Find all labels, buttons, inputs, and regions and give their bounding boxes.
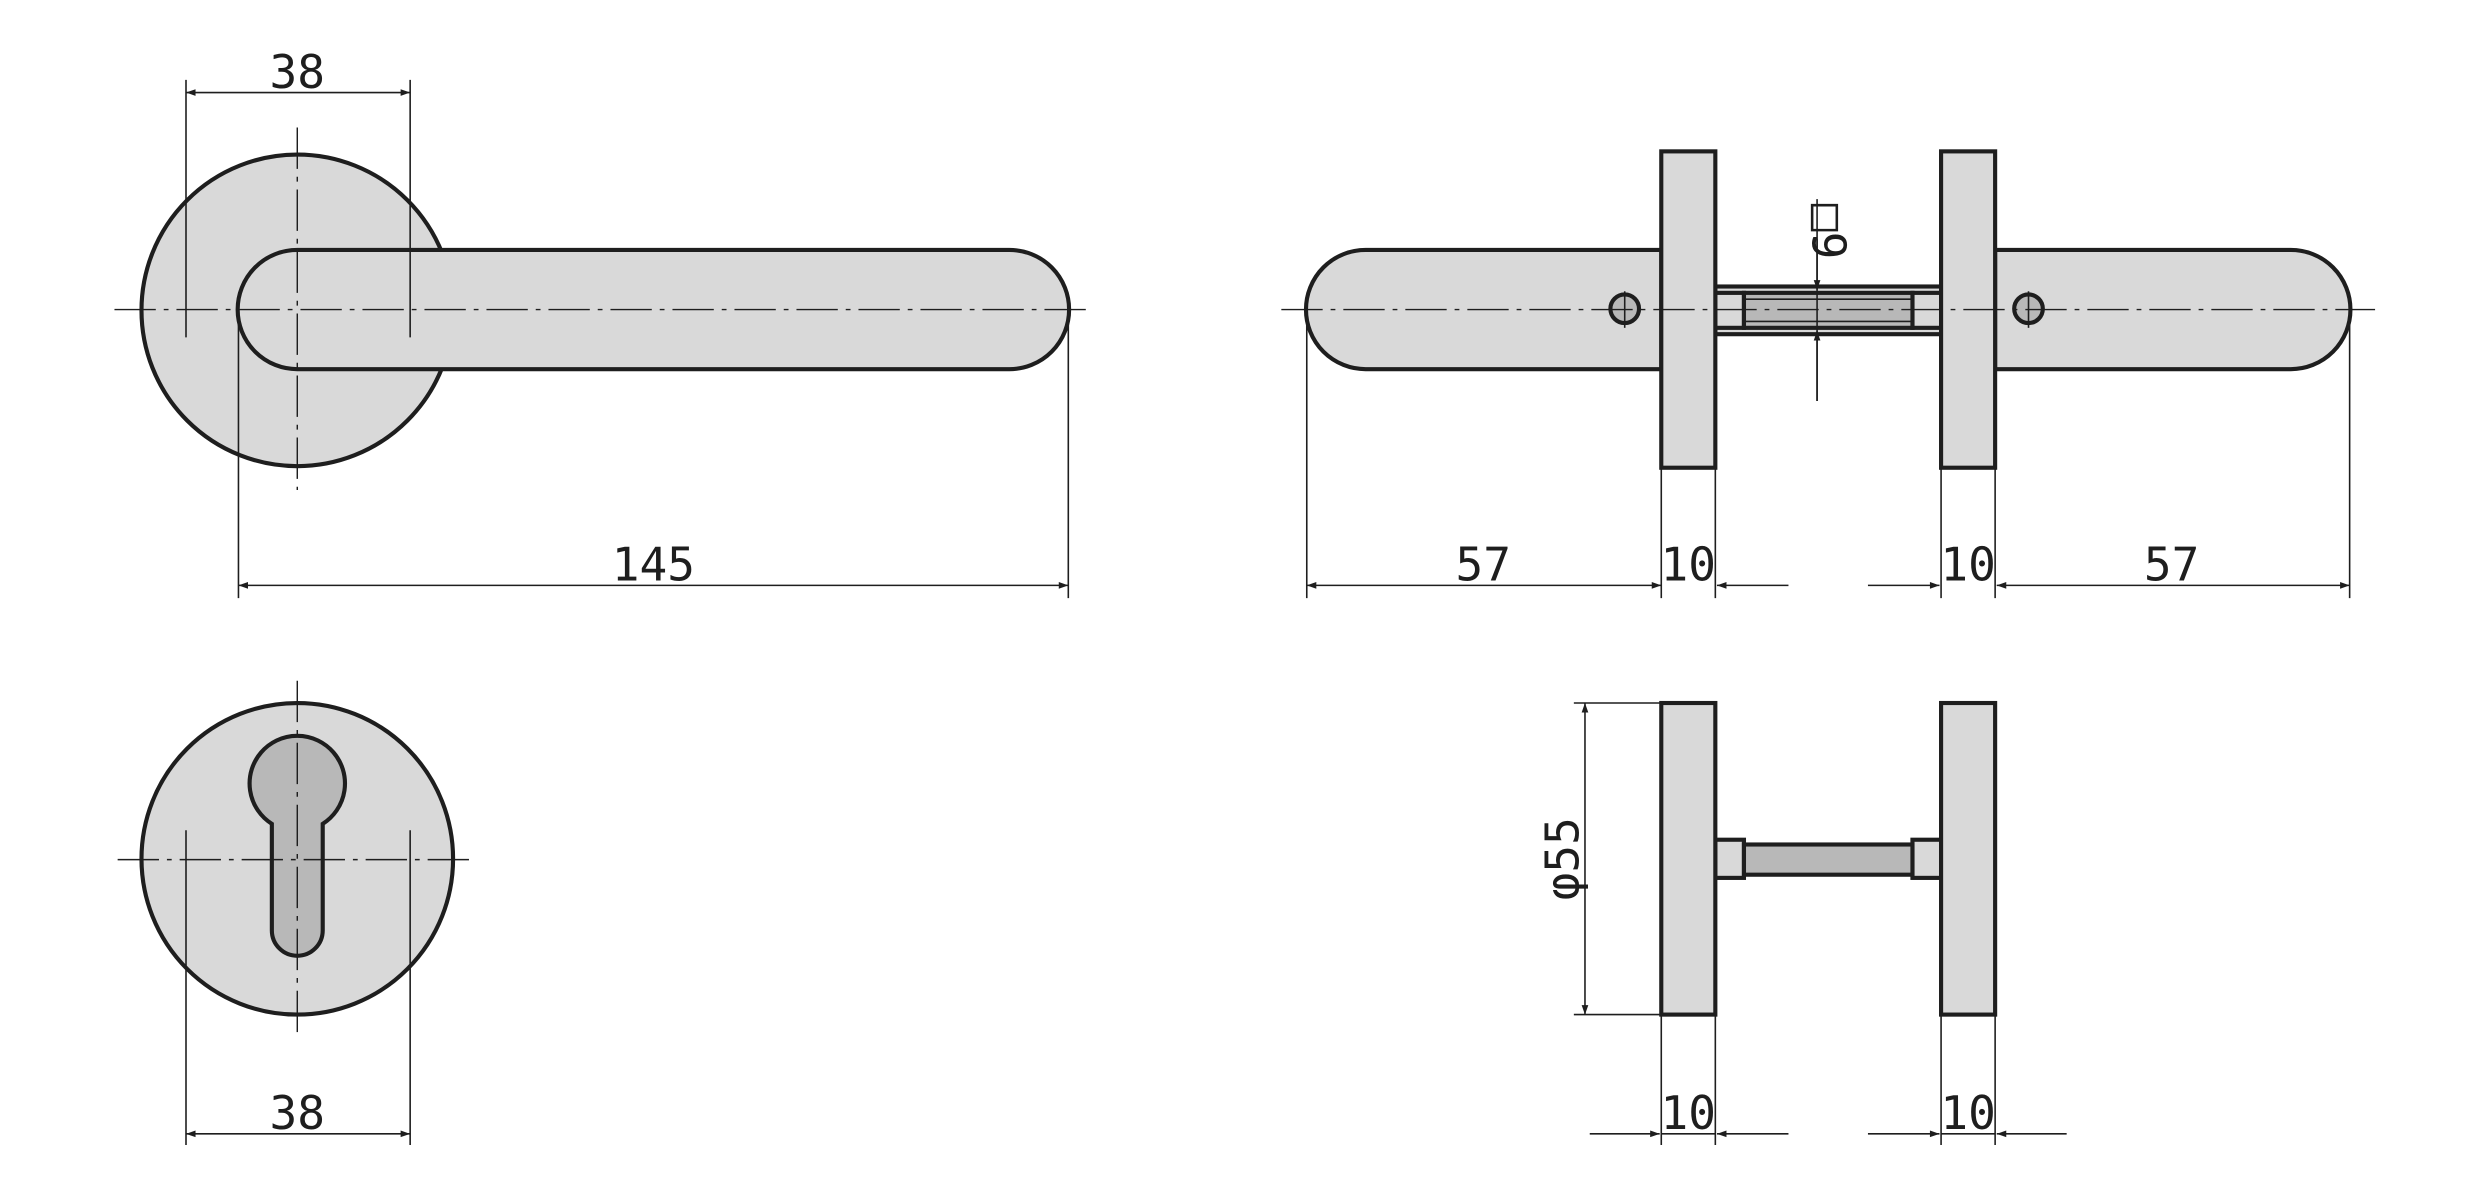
- escutcheon-outer-diameter-label: φ55: [1536, 817, 1590, 900]
- right-escutcheon-thickness-label: 10: [1940, 1086, 1996, 1140]
- handle-length-label: 145: [612, 538, 695, 592]
- left-escutcheon-collar: [1713, 837, 1747, 880]
- lever-handle: [235, 247, 1072, 372]
- square-spindle: [1741, 290, 1915, 330]
- right-spindle-collar: [1910, 290, 1944, 330]
- escutcheon-front-view: 38: [117, 680, 477, 1145]
- left-spindle-collar: [1713, 290, 1747, 330]
- right-escutcheon-plate: [1939, 700, 1998, 1017]
- connecting-bar: [1741, 842, 1915, 877]
- right-lever-length-label: 57: [2144, 538, 2200, 592]
- front-handle-view: 38 145: [114, 45, 1094, 599]
- square-spindle-label: □9: [1801, 204, 1855, 260]
- left-escutcheon-thickness-label: 10: [1661, 1086, 1717, 1140]
- left-rose-thickness-label: 10: [1661, 538, 1717, 592]
- side-assembly-view: □9 57 10 10 57: [1281, 149, 2376, 599]
- left-lever-length-label: 57: [1455, 538, 1511, 592]
- left-escutcheon-plate: [1659, 700, 1718, 1017]
- rosette-diameter-label: 38: [270, 45, 326, 99]
- right-escutcheon-collar: [1910, 837, 1944, 880]
- right-rose-thickness-label: 10: [1940, 538, 1996, 592]
- escutcheon-diameter-label: 38: [270, 1086, 326, 1140]
- escutcheon-side-view: φ55 10 10: [1536, 700, 2067, 1145]
